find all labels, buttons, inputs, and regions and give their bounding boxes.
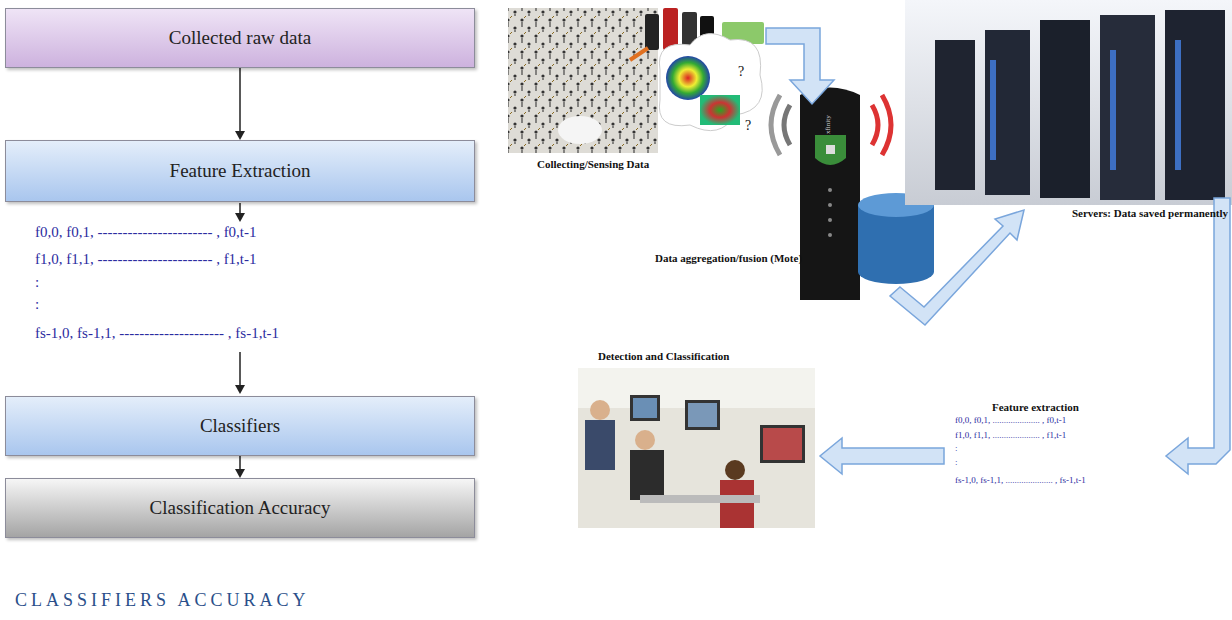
box-label: Classifiers — [200, 415, 280, 437]
feature-row: f0,0, f0,1, ..................... , f0,t… — [955, 415, 1066, 425]
figure-caption: CLASSIFIERS ACCURACY — [15, 590, 310, 611]
feature-row: f1,0, f1,1, ----------------------- , f1… — [35, 251, 257, 268]
result-box: Classification Accuracy — [5, 478, 475, 538]
picture-label: Collecting/Sensing Data — [537, 158, 649, 170]
feature-row: : — [955, 457, 958, 467]
feature-row: fs-1,0, fs-1,1, --------------------- , … — [35, 325, 279, 342]
flow-arrow — [239, 456, 241, 470]
block-heading: Feature extraction — [992, 401, 1079, 413]
feature-row: f0,0, f0,1, ----------------------- , f0… — [35, 224, 257, 241]
question-mark: ? — [745, 118, 751, 134]
picture-label: Detection and Classification — [598, 350, 729, 362]
flow-arrow — [239, 68, 241, 132]
feature-row: fs-1,0, fs-1,1, ..................... , … — [955, 475, 1086, 485]
process-box: Feature Extraction — [5, 140, 475, 202]
feature-row: : — [955, 443, 958, 453]
question-mark: ? — [738, 64, 744, 80]
arrow-head — [235, 469, 245, 478]
arrow-head — [235, 131, 245, 140]
brand-text: xfinity — [824, 115, 832, 134]
box-label: Collected raw data — [169, 27, 311, 49]
process-box: Collected raw data — [5, 8, 475, 68]
feature-row: : — [35, 274, 39, 291]
box-label: Feature Extraction — [170, 160, 311, 182]
feature-row: f1,0, f1,1, ..................... , f1,t… — [955, 430, 1066, 440]
feature-row: : — [35, 296, 39, 313]
box-label: Classification Accuracy — [150, 497, 331, 519]
picture-label: Data aggregation/fusion (Mote) — [655, 252, 802, 264]
picture-label: Servers: Data saved permanently — [1072, 207, 1228, 219]
process-box: Classifiers — [5, 396, 475, 456]
